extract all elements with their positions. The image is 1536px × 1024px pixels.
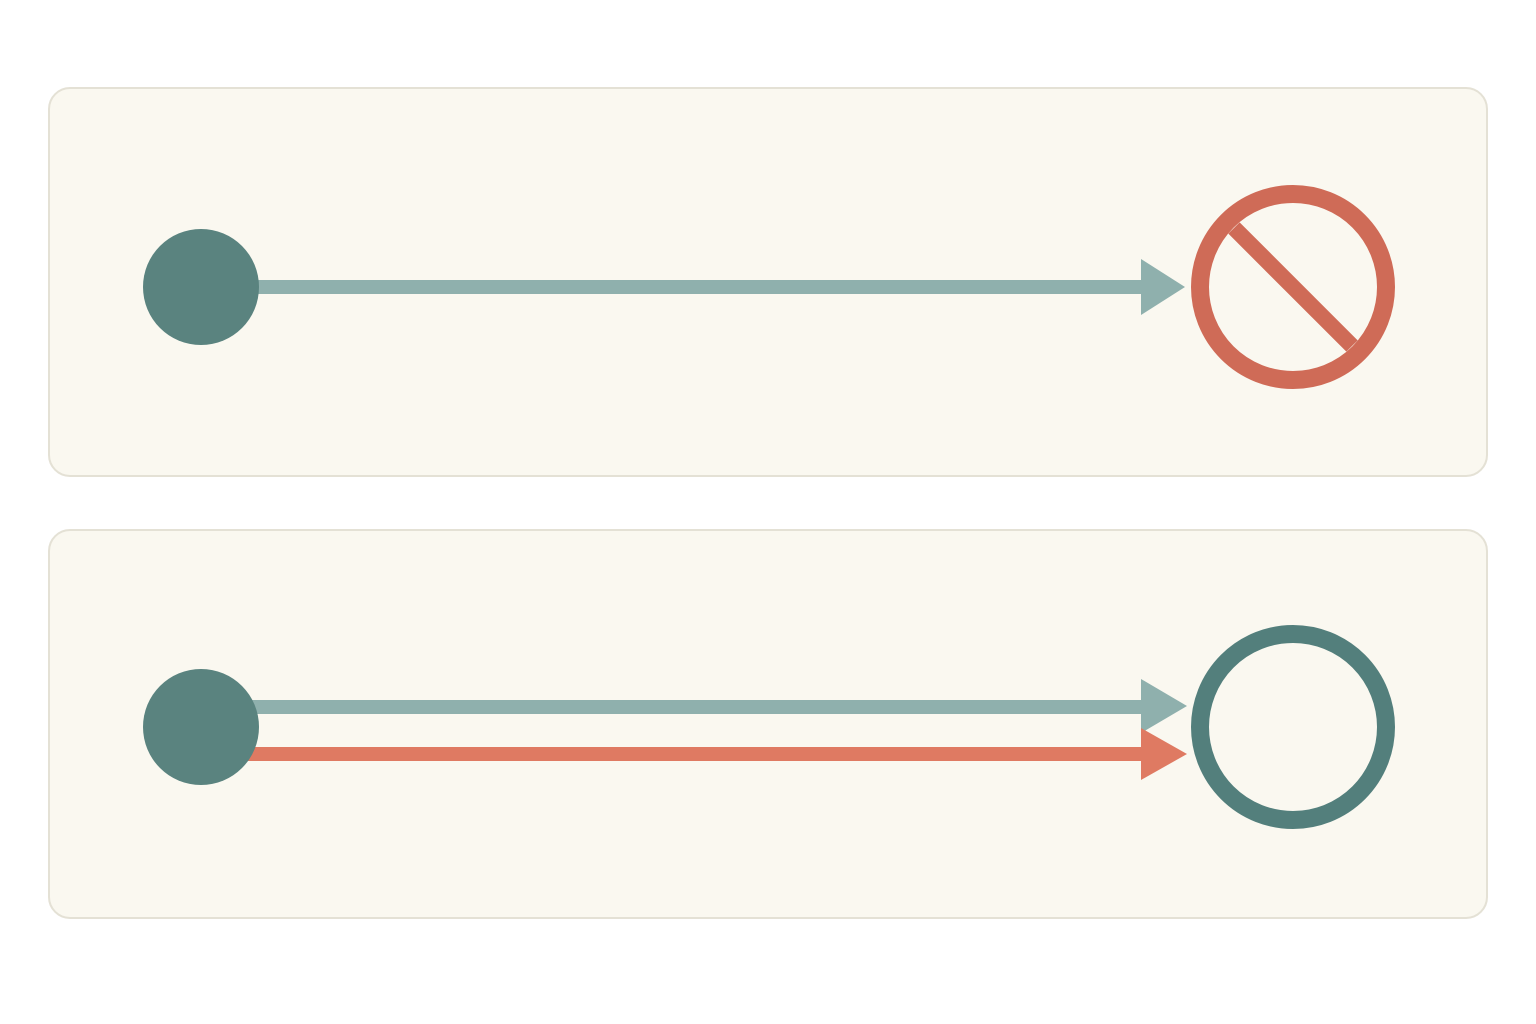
top-panel [48, 87, 1488, 477]
bottom-arrowhead-coral [1141, 728, 1187, 780]
bottom-target-ring [1191, 625, 1395, 829]
top-panel-diagram [50, 89, 1486, 475]
no-entry-sign-icon [1191, 185, 1395, 389]
bottom-panel-background [50, 531, 1486, 917]
bottom-panel-diagram [50, 531, 1486, 917]
bottom-source-node [143, 669, 259, 785]
top-source-node [143, 229, 259, 345]
bottom-arrowhead-teal [1141, 679, 1187, 733]
bottom-panel [48, 529, 1488, 919]
top-arrowhead [1141, 259, 1185, 315]
